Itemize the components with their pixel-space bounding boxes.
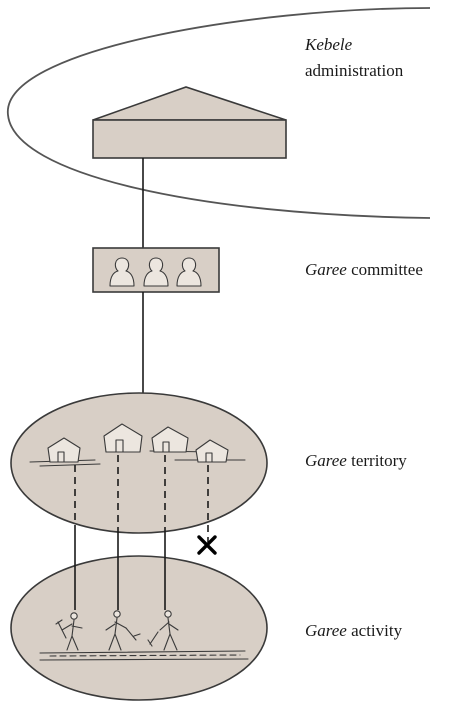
territory-label-rest: territory bbox=[347, 451, 407, 470]
activity-label-rest: activity bbox=[347, 621, 403, 640]
hut-icon bbox=[195, 439, 229, 463]
committee-label-rest: committee bbox=[347, 260, 423, 279]
kebele-label: Kebele bbox=[304, 35, 353, 54]
farmer-with-hoe-icon bbox=[105, 610, 141, 651]
kebele-building-icon bbox=[92, 86, 287, 159]
activity-label-italic: Garee bbox=[305, 621, 347, 640]
kebele-boundary-arc bbox=[7, 7, 431, 219]
territory-ellipse bbox=[10, 392, 268, 534]
farmer-with-hoe-icon bbox=[147, 610, 179, 651]
territory-label: Garee territory bbox=[305, 451, 407, 470]
territory-houses bbox=[29, 423, 246, 467]
hut-icon bbox=[151, 426, 189, 453]
house-activity-links bbox=[74, 455, 209, 610]
kebele-label-rest: administration bbox=[305, 61, 404, 80]
cross-mark-icon bbox=[197, 535, 217, 555]
committee-label: Garee committee bbox=[305, 260, 423, 279]
territory-label-italic: Garee bbox=[305, 451, 347, 470]
activity-ellipse bbox=[10, 555, 268, 701]
committee-member-icon bbox=[176, 257, 202, 287]
activity-label: Garee activity bbox=[305, 621, 403, 640]
committee-label-italic: Garee bbox=[305, 260, 347, 279]
committee-member-icon bbox=[143, 257, 169, 287]
hut-icon bbox=[103, 423, 143, 453]
farmer-with-hoe-icon bbox=[55, 612, 83, 651]
committee-member-icon bbox=[109, 257, 135, 287]
activity-workers bbox=[39, 610, 249, 661]
committee-box bbox=[92, 247, 220, 293]
hut-icon bbox=[47, 437, 81, 463]
kebele-label-italic: Kebele bbox=[304, 35, 353, 54]
